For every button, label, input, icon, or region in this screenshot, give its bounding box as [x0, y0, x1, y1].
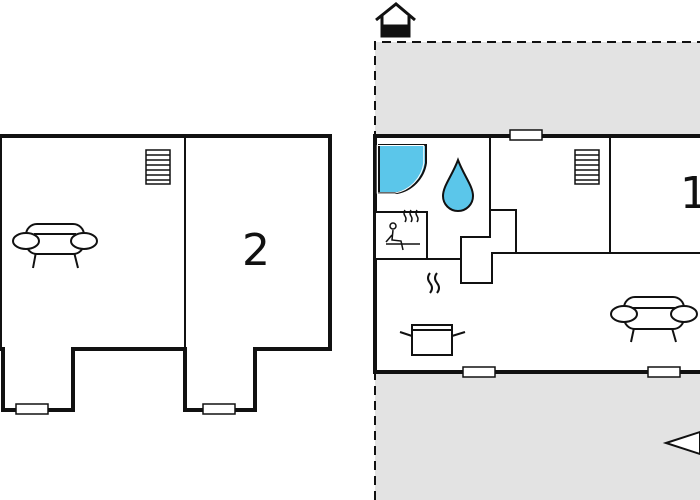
sofa-icon [12, 223, 98, 269]
room-label-1: 1 [680, 168, 700, 219]
window [202, 403, 236, 415]
left-building [0, 134, 332, 412]
cooking-pot-icon [399, 272, 466, 356]
stairs-icon [145, 149, 171, 185]
shower-icon [376, 144, 427, 194]
sauna-icon [385, 209, 420, 251]
house-entrance-icon [375, 2, 416, 38]
stairs-icon [574, 149, 600, 185]
window [15, 403, 49, 415]
window [509, 129, 543, 141]
room-label-2: 2 [242, 225, 270, 276]
sofa-icon [610, 296, 698, 343]
compass-arrow-icon [662, 430, 700, 456]
window [647, 366, 681, 378]
window [462, 366, 496, 378]
water-drop-icon [441, 157, 475, 212]
